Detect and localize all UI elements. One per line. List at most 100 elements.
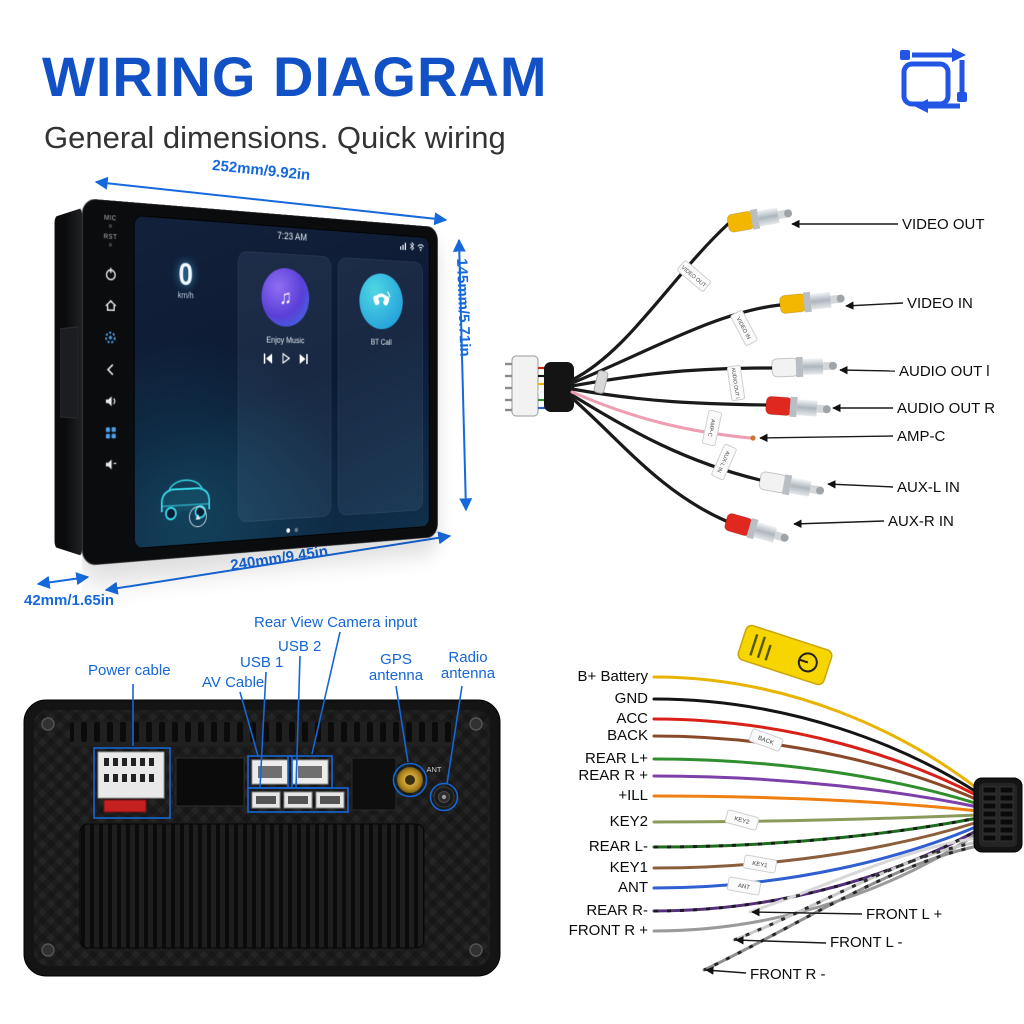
dim-line-bottom — [104, 531, 452, 595]
harness-wire-tags: BACK KEY2 KEY1 ANT — [724, 728, 784, 896]
previous-track-icon[interactable] — [263, 353, 272, 364]
back-icon — [104, 362, 117, 377]
music-note-icon: ♫ — [279, 285, 292, 309]
rca-plug-video-in — [779, 291, 845, 314]
wire-front-l-n — [732, 840, 980, 942]
label-b-plus: B+ Battery — [577, 668, 648, 685]
label-key2: KEY2 — [609, 813, 648, 830]
head-unit-side — [54, 208, 82, 556]
transfer-icon — [900, 48, 967, 113]
wire-key2 — [652, 813, 980, 824]
dimension-depth: 42mm/1.65in — [24, 592, 115, 609]
mic-label: MIC — [104, 214, 117, 223]
svg-text:AMP-C: AMP-C — [706, 418, 716, 437]
bluetooth-icon — [409, 242, 414, 251]
svg-text:KEY1: KEY1 — [752, 861, 769, 870]
label-usb1: USB 1 — [240, 654, 284, 671]
vent-strip — [70, 722, 452, 746]
wire-acc — [652, 717, 980, 798]
wire-video-out — [570, 222, 730, 382]
label-rear-l-minus: REAR L- — [588, 838, 648, 855]
label-rear-l-plus: REAR L+ — [585, 750, 648, 767]
speed-value: 0 — [178, 256, 193, 292]
svg-text:KEY2: KEY2 — [734, 816, 751, 826]
music-widget[interactable]: ♫ Enjoy Music — [237, 250, 332, 523]
wire-b-plus — [652, 675, 980, 791]
label-av-cable: AV Cable — [202, 674, 265, 691]
play-icon[interactable] — [281, 353, 289, 364]
rca-harness: VIDEO OUT VIDEO IN AUDIO OUT l AMP-C AUX… — [505, 207, 904, 543]
dimension-lines — [36, 176, 473, 595]
bezel-button-strip: MIC RST — [90, 210, 130, 555]
car-wireframe-icon — [150, 475, 220, 525]
rst-label: RST — [103, 233, 118, 242]
dim-line-top — [94, 176, 448, 226]
rst-hole — [108, 242, 113, 247]
dim-line-depth — [36, 572, 90, 589]
wire-back — [652, 734, 980, 802]
label-front-r-minus: FRONT R - — [750, 966, 826, 983]
label-gps-antenna: GPS antenna — [368, 651, 424, 684]
wire-amp-c — [570, 390, 752, 440]
label-rear-r-plus: REAR R + — [578, 767, 648, 784]
wire-front-l-p — [748, 836, 980, 914]
page-dot-active — [286, 527, 291, 533]
wire-ant — [652, 824, 980, 890]
label-video-in: VIDEO IN — [907, 295, 973, 312]
power-harness: BACK KEY2 KEY1 ANT — [652, 624, 1023, 975]
speed-widget: 0 km/h — [139, 245, 231, 530]
head-unit-screen: 7:23 AM 0 km/h — [133, 214, 430, 550]
svg-text:ANT: ANT — [737, 883, 750, 891]
corner-screws — [41, 717, 483, 957]
label-rear-camera: Rear View Camera input — [254, 614, 418, 631]
volume-down-icon — [105, 459, 117, 470]
music-widget-label: Enjoy Music — [266, 335, 305, 346]
signal-icon — [400, 242, 407, 251]
label-front-l-plus: FRONT L + — [866, 906, 943, 923]
wire-aux-r — [570, 396, 728, 523]
page-title: WIRING DIAGRAM — [42, 45, 548, 108]
label-back: BACK — [607, 727, 648, 744]
apps-grid-icon — [105, 427, 116, 439]
label-audio-out-r: AUDIO OUT R — [897, 400, 996, 417]
rca-plug-video-out — [726, 207, 793, 233]
svg-text:BACK: BACK — [757, 736, 774, 747]
label-rear-r-minus: REAR R- — [586, 902, 648, 919]
amp-c-wire-tip — [750, 435, 756, 441]
label-aux-r-in: AUX-R IN — [888, 513, 954, 530]
rear-panel: ANT — [23, 631, 501, 977]
label-key1: KEY1 — [609, 859, 648, 876]
rear-highlights — [93, 631, 463, 819]
page-subtitle: General dimensions. Quick wiring — [44, 120, 506, 155]
next-track-icon[interactable] — [299, 353, 308, 364]
label-gnd: GND — [614, 690, 648, 707]
svg-text:AUDIO OUT l: AUDIO OUT l — [730, 367, 740, 399]
head-unit-body: MIC RST 7:23 AM — [82, 198, 438, 566]
dimension-right: 145mm/5.71in — [453, 258, 474, 357]
label-aux-l-in: AUX-L IN — [897, 479, 960, 496]
wire-key1 — [652, 820, 980, 870]
wire-rear-r-n — [652, 828, 980, 913]
head-unit-front-view: MIC RST 7:23 AM — [54, 198, 438, 566]
front-speaker-leaders — [705, 907, 863, 975]
label-acc: ACC — [616, 710, 648, 727]
label-ant: ANT — [618, 879, 648, 896]
gear-icon — [103, 330, 117, 346]
dim-line-right — [452, 238, 473, 512]
wire-ill — [652, 794, 980, 813]
phone-icon — [371, 289, 391, 307]
label-audio-out-l: AUDIO OUT l — [899, 363, 990, 380]
wire-rear-l-p — [652, 757, 980, 806]
label-usb2: USB 2 — [278, 638, 322, 655]
bt-call-widget[interactable]: BT Call — [337, 256, 424, 516]
fuse-tag — [737, 624, 833, 686]
wire-audio-out-r — [570, 387, 768, 407]
label-ill: +ILL — [618, 787, 648, 804]
wire-gnd — [652, 697, 980, 795]
rca-plug-aux-l — [758, 471, 825, 497]
module-mid — [351, 757, 397, 811]
label-front-l-minus: FRONT L - — [830, 934, 903, 951]
label-video-out: VIDEO OUT — [902, 216, 985, 233]
